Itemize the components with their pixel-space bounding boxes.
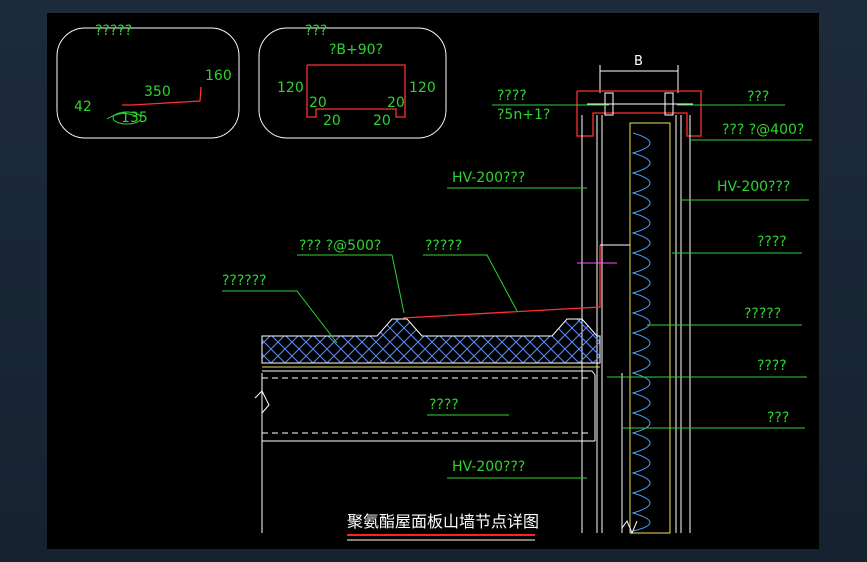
dim-42: 42 [74,99,92,115]
drawing-title: 聚氨酯屋面板山墙节点详图 [347,512,539,541]
dim-20-b: 20 [387,95,405,111]
label-right-2: ????? [744,306,781,322]
label-purlin: ???? [429,397,459,413]
title-text: 聚氨酯屋面板山墙节点详图 [347,512,539,531]
label-top-right-2: ??? ?@400? [722,122,804,138]
label-hv-lower: HV-200??? [452,459,525,475]
dim-135: 135 [121,110,148,126]
dim-20-d: 20 [373,113,391,129]
dim-20-c: 20 [323,113,341,129]
dim-20-a: 20 [309,95,327,111]
label-right-4: ??? [767,410,789,426]
label-hv-upper-right: HV-200??? [717,179,790,195]
dim-350: 350 [144,84,171,100]
label-roof-panel: ?????? [222,273,267,289]
label-top-right: ??? [747,89,769,105]
label-right-3: ???? [757,358,787,374]
detail2-top-dim: ?B+90? [329,42,383,58]
top-cap-flashing [576,90,702,137]
detail1-title: ????? [95,23,132,39]
label-top-left-sub: ?5n+1? [497,107,550,123]
dimension-b: B [599,54,679,93]
drawing-canvas[interactable]: ????? 350 160 42 135 ??? ?B+90? 120 120 … [47,13,819,549]
wall-structure [581,115,691,535]
leaders-left: ???? ?5n+1? HV-200??? ??? ?@500? ????? ?… [222,88,609,479]
dim-160: 160 [205,68,232,84]
detail-drawing: ????? 350 160 42 135 ??? ?B+90? 120 120 … [56,23,812,541]
label-flashing: ????? [425,238,462,254]
dim-120-right: 120 [409,80,436,96]
label-right-1: ???? [757,234,787,250]
label-top-left: ???? [497,88,527,104]
red-flashing [402,245,601,319]
detail-bubble-1: ????? 350 160 42 135 [56,23,240,139]
leaders-right: ??? ??? ?@400? HV-200??? ???? ????? ????… [607,89,812,429]
label-screw: ??? ?@500? [299,238,381,254]
roof-panel [254,318,601,533]
dim-b-label: B [634,54,643,69]
dim-120-left: 120 [277,80,304,96]
detail2-title: ??? [305,23,327,39]
label-hv-upper-left: HV-200??? [452,170,525,186]
detail-bubble-2: ??? ?B+90? 120 120 20 20 20 20 [258,23,447,139]
